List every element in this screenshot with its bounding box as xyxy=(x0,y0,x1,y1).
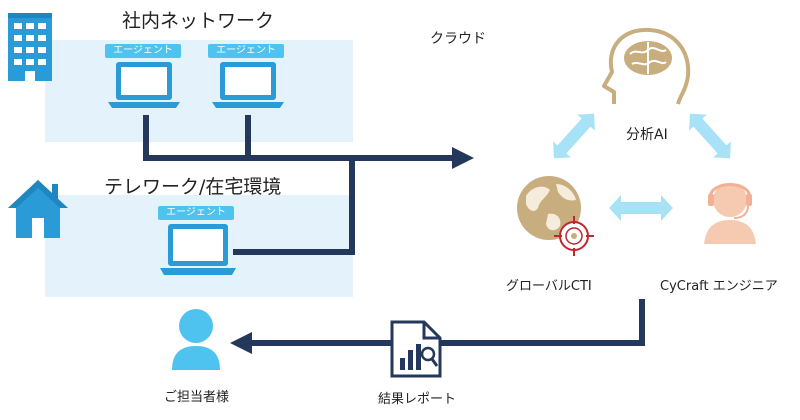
agent-badge: エージェント xyxy=(208,44,284,58)
building-icon xyxy=(8,13,52,81)
cloud-title: クラウド xyxy=(430,31,486,47)
person-icon xyxy=(172,309,220,370)
brain-icon xyxy=(624,41,672,75)
report-icon xyxy=(390,320,442,378)
agent-badge: エージェント xyxy=(158,206,234,220)
ai-brain-icon xyxy=(602,27,691,105)
engineer-icon xyxy=(704,183,756,244)
customer-label: ご担当者様 xyxy=(164,390,230,405)
target-icon xyxy=(554,216,594,256)
engineer-label: CyCraft エンジニア xyxy=(660,279,778,294)
globe-icon xyxy=(517,176,581,240)
global-cti-label: グローバルCTI xyxy=(506,279,592,294)
intranet-panel xyxy=(45,40,353,142)
agent-badge: エージェント xyxy=(105,44,181,58)
report-label: 結果レポート xyxy=(378,392,457,407)
analysis-ai-label: 分析AI xyxy=(626,127,668,143)
intranet-title: 社内ネットワーク xyxy=(122,10,275,32)
telework-title: テレワーク/在宅環境 xyxy=(104,176,282,198)
house-icon xyxy=(8,180,68,238)
